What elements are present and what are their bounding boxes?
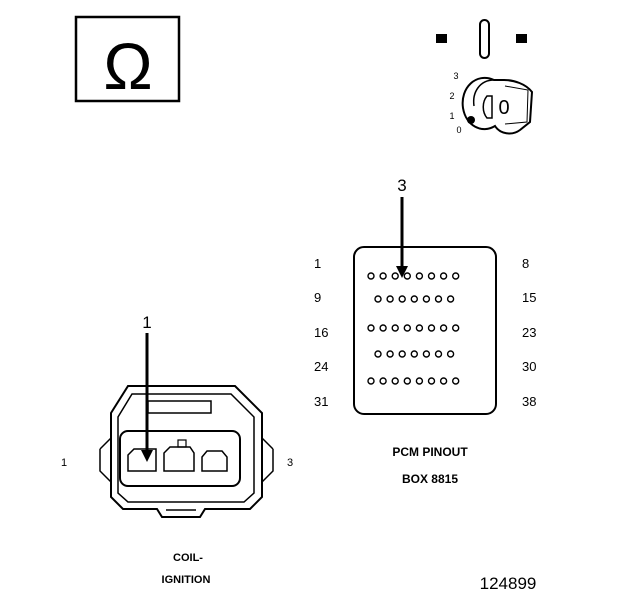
key-position-3: 3 (453, 71, 458, 81)
pcm-callout-number: 3 (397, 176, 406, 195)
pcm-pin-30 (446, 350, 455, 358)
ignition-key-icon (461, 77, 534, 135)
pcm-row-start-1: 1 (314, 256, 321, 271)
coil-left-tab (99, 437, 112, 483)
pcm-pin-10 (386, 295, 394, 303)
key-position-1: 1 (449, 111, 454, 121)
pcm-title: PCM PINOUT (392, 445, 468, 459)
pcm-pin-2 (379, 272, 387, 280)
pcm-row-start-9: 9 (314, 290, 321, 305)
coil-arrowhead-icon (141, 450, 153, 462)
figure-number: 124899 (480, 574, 537, 593)
ohmmeter-frame (74, 15, 181, 103)
pcm-pin-34 (403, 377, 411, 385)
pcm-pin-1 (367, 272, 375, 280)
pcm-pin-38 (452, 377, 460, 385)
pcm-pin-5 (415, 272, 424, 280)
key-position-2: 2 (449, 91, 454, 101)
coil-terminal-2 (163, 446, 195, 472)
pcm-pin-6 (427, 272, 436, 280)
pcm-row-end-38: 38 (522, 394, 536, 409)
coil-label-line1: COIL- (173, 552, 203, 564)
pcm-pin-15 (446, 295, 455, 303)
coil-right-pin-label: 3 (287, 457, 293, 469)
pcm-pin-13 (422, 295, 431, 303)
pcm-pin-9 (374, 295, 382, 303)
pcm-pin-14 (434, 295, 443, 303)
key-position-0: 0 (456, 125, 461, 135)
pcm-pin-18 (391, 324, 399, 332)
pcm-pin-25 (386, 350, 394, 358)
coil-terminal-2-key (177, 439, 187, 448)
pcm-pin-36 (427, 377, 436, 385)
switch-mark-left (436, 34, 447, 43)
pcm-pin-19 (403, 324, 411, 332)
coil-left-pin-label: 1 (61, 457, 67, 469)
pcm-row-end-30: 30 (522, 359, 536, 374)
pcm-row-end-15: 15 (522, 290, 536, 305)
pcm-pin-23 (452, 324, 460, 332)
switch-mark-right (516, 34, 527, 43)
pcm-connector: 3 1 9 16 24 31 8 15 23 30 38 PCM PINOUT … (314, 176, 536, 486)
coil-housing-inner (117, 393, 255, 503)
pcm-pin-12 (410, 295, 418, 303)
pcm-box-number: BOX 8815 (402, 472, 458, 486)
pcm-pin-26 (398, 350, 406, 358)
ignition-switch: 3 2 1 0 0 (436, 19, 534, 135)
coil-latch (147, 400, 212, 414)
coil-terminal-3 (201, 450, 228, 472)
pcm-pin-35 (415, 377, 424, 385)
coil-terminal-1 (127, 448, 157, 472)
pcm-row-start-24: 24 (314, 359, 328, 374)
pcm-pin-8 (452, 272, 460, 280)
coil-terminal-cavity (119, 430, 241, 487)
pcm-pin-16 (367, 324, 375, 332)
pcm-pin-33 (391, 377, 399, 385)
pcm-pin-20 (415, 324, 424, 332)
key-slot-icon (479, 19, 490, 59)
omega-icon: Ω (103, 29, 152, 103)
key-label: 0 (498, 97, 509, 119)
pcm-pin-31 (367, 377, 375, 385)
pcm-pin-7 (439, 272, 448, 280)
pcm-pin-3 (391, 272, 399, 280)
pcm-box-outline (353, 246, 497, 415)
pcm-pin-grid (367, 272, 460, 385)
pcm-pin-21 (427, 324, 436, 332)
pcm-pin-24 (374, 350, 382, 358)
coil-housing-outer (110, 385, 263, 518)
ohmmeter-symbol: Ω (74, 15, 181, 103)
coil-callout-number: 1 (142, 313, 151, 332)
pcm-pin-28 (422, 350, 431, 358)
pcm-row-end-23: 23 (522, 325, 536, 340)
pcm-pin-17 (379, 324, 387, 332)
coil-label-line2: IGNITION (162, 574, 211, 586)
coil-connector: 1 1 3 COIL- IGNITION (61, 313, 293, 586)
pcm-arrowhead-icon (396, 266, 408, 278)
pcm-pin-37 (439, 377, 448, 385)
pcm-row-end-8: 8 (522, 256, 529, 271)
pcm-row-start-31: 31 (314, 394, 328, 409)
pcm-pin-32 (379, 377, 387, 385)
pcm-pin-22 (439, 324, 448, 332)
pcm-row-start-16: 16 (314, 325, 328, 340)
pcm-pin-27 (410, 350, 418, 358)
pcm-pin-11 (398, 295, 406, 303)
coil-right-tab (261, 437, 274, 483)
pcm-pin-29 (434, 350, 443, 358)
pcm-pin-4 (403, 272, 411, 280)
